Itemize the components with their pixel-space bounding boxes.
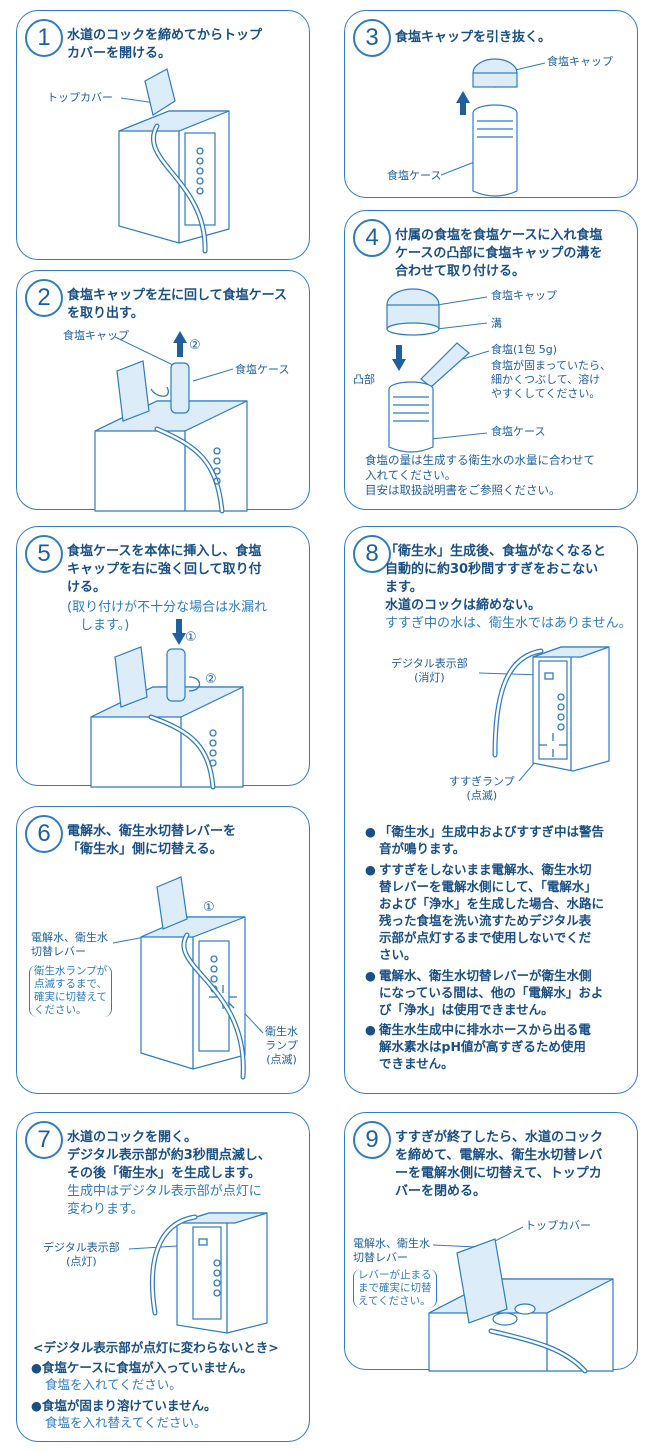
step-number-badge: 2 — [25, 279, 63, 317]
step-7-text: 水道のコックを開く。 デジタル表示部が約3秒間点滅し、 その後「衛生水」を生成し… — [67, 1130, 271, 1181]
step-number-badge: 6 — [25, 815, 63, 853]
salt-case-label: 食塩ケース — [491, 425, 546, 438]
salt-packet-note: 食塩が固まっていたら、 細かくつぶして、溶け やすくしてください。 — [491, 359, 612, 400]
step-5-panel: 5 食塩ケースを本体に挿入し、食塩 キャップを右に強く回して取り付 ける。 (取… — [16, 526, 310, 790]
water-on-illustration — [128, 1212, 268, 1334]
rinse-illustration — [478, 646, 610, 782]
step-8-panel: 8 「衛生水」生成後、食塩がなくなると 自動的に約30秒間すすぎをおこない ます… — [344, 526, 638, 1094]
bullet-1: ●「衛生水」生成中およびすすぎ中は警告 音が鳴ります。 — [365, 824, 605, 856]
step-6-text: 電解水、衛生水切替レバーを 「衛生水」側に切替える。 — [67, 824, 237, 857]
step-1-panel: 1 水道のコックを締めてからトップ カバーを開ける。 トップカバー — [16, 10, 310, 260]
step-3-panel: 3 食塩キャップを引き抜く。 食塩キャップ 食塩ケース — [344, 10, 638, 198]
step-1-text: 水道のコックを締めてからトップ カバーを開ける。 — [67, 28, 263, 61]
groove-label: 溝 — [491, 317, 502, 330]
step-number-badge: 7 — [25, 1121, 63, 1159]
lever-note: 衛生水ランプが 点滅するまで、 確実に切替えて ください。 — [29, 965, 113, 1017]
step-9-panel: 9 すすぎが終了したら、水道のコック を締めて、電解水、衛生水切替レバ ーを電解… — [344, 1112, 638, 1374]
step-9-text: すすぎが終了したら、水道のコック を締めて、電解水、衛生水切替レバ ーを電解水側… — [395, 1130, 604, 1199]
lever-note: レバーが止まる まで確実に切替 えてください。 — [353, 1269, 437, 1308]
step-number-badge: 9 — [353, 1121, 391, 1159]
ionizer-illustration — [118, 68, 230, 254]
step-2-panel: 2 食塩キャップを左に回して食塩ケース を取り出す。 食塩キャップ 食塩ケース … — [16, 270, 310, 514]
step-number-badge: 3 — [353, 19, 391, 57]
close-cover-illustration — [428, 1226, 614, 1374]
step-8-sub: すすぎ中の水は、衛生水ではありません。 — [385, 616, 632, 631]
digital-display-label: デジタル表示部 (消灯) — [391, 657, 468, 684]
digital-display-label: デジタル表示部 (点灯) — [43, 1241, 120, 1268]
mark-1: ① — [185, 630, 197, 645]
lever-switch-illustration — [112, 876, 264, 1080]
step-2-text: 食塩キャップを左に回して食塩ケース を取り出す。 — [67, 288, 287, 321]
mark-2: ② — [205, 672, 217, 687]
salt-amount-note: 食塩の量は生成する衛生水の水量に合わせて 入れてください。 目安は取扱説明書をご… — [365, 453, 595, 497]
trouble-list: ●食塩ケースに食塩が入っていません。 食塩を入れてください。 ●食塩が固まり溶け… — [31, 1360, 253, 1430]
step-4-text: 付属の食塩を食塩ケースに入れ食塩 ケースの凸部に食塩キャップの溝を 合わせて取り… — [395, 228, 603, 279]
salt-packet-label: 食塩(1包 5g) — [491, 343, 558, 356]
sanitize-lamp-label: 衛生水 ランプ (点滅) — [265, 1025, 298, 1066]
step-7-panel: 7 水道のコックを開く。 デジタル表示部が約3秒間点滅し、 その後「衛生水」を生… — [16, 1112, 310, 1442]
step-number-badge: 1 — [25, 19, 63, 57]
step-6-panel: 6 電解水、衛生水切替レバーを 「衛生水」側に切替える。 電解水、衛生水 切替レ… — [16, 806, 310, 1094]
step-number-badge: 4 — [353, 219, 391, 257]
convex-part-label: 凸部 — [353, 373, 375, 386]
salt-case-label: 食塩ケース — [235, 363, 290, 376]
bullet-4: ●衛生水生成中に排水ホースから出る電 解水素水はpH値が高すぎるため使用 できま… — [365, 1022, 591, 1071]
salt-cap-label: 食塩キャップ — [547, 55, 613, 68]
rinse-lamp-label: すすぎランプ (点滅) — [449, 775, 515, 802]
step-5-sub: (取り付けが不十分な場合は水漏れ します。) — [67, 600, 268, 633]
salt-cap-label: 食塩キャップ — [63, 329, 129, 342]
step-8-text: 「衛生水」生成後、食塩がなくなると 自動的に約30秒間すすぎをおこない ます。 … — [385, 544, 607, 613]
lever-label: 電解水、衛生水 切替レバー — [31, 931, 108, 958]
salt-case-label: 食塩ケース — [387, 169, 442, 182]
mark-2: ② — [189, 338, 201, 353]
step-number-badge: 8 — [353, 535, 391, 573]
bullet-3: ●電解水、衛生水切替レバーが衛生水側 になっている間は、他の「電解水」およ び「… — [365, 968, 604, 1017]
bullet-2: ●すすぎをしないまま電解水、衛生水切 替レバーを電解水側にして、「電解水」 およ… — [365, 862, 605, 962]
step-7-sub: 生成中はデジタル表示部が点灯に 変わります。 — [67, 1184, 262, 1217]
step-number-badge: 5 — [25, 535, 63, 573]
top-cover-label: トップカバー — [47, 91, 113, 104]
case-insert-illustration — [90, 619, 244, 790]
step-5-text: 食塩ケースを本体に挿入し、食塩 キャップを右に強く回して取り付 ける。 — [67, 544, 262, 595]
lever-label: 電解水、衛生水 切替レバー — [353, 1237, 430, 1264]
salt-cap-label: 食塩キャップ — [491, 289, 557, 302]
cap-removal-illustration — [94, 331, 248, 514]
trouble-title: <デジタル表示部が点灯に変わらないとき> — [33, 1340, 279, 1355]
cap-pull-illustration — [440, 58, 546, 197]
mark-1: ① — [203, 900, 215, 915]
top-cover-label: トップカバー — [525, 1219, 591, 1232]
salt-fill-illustration — [386, 288, 490, 453]
step-3-text: 食塩キャップを引き抜く。 — [395, 30, 552, 45]
step-4-panel: 4 付属の食塩を食塩ケースに入れ食塩 ケースの凸部に食塩キャップの溝を 合わせて… — [344, 210, 638, 510]
